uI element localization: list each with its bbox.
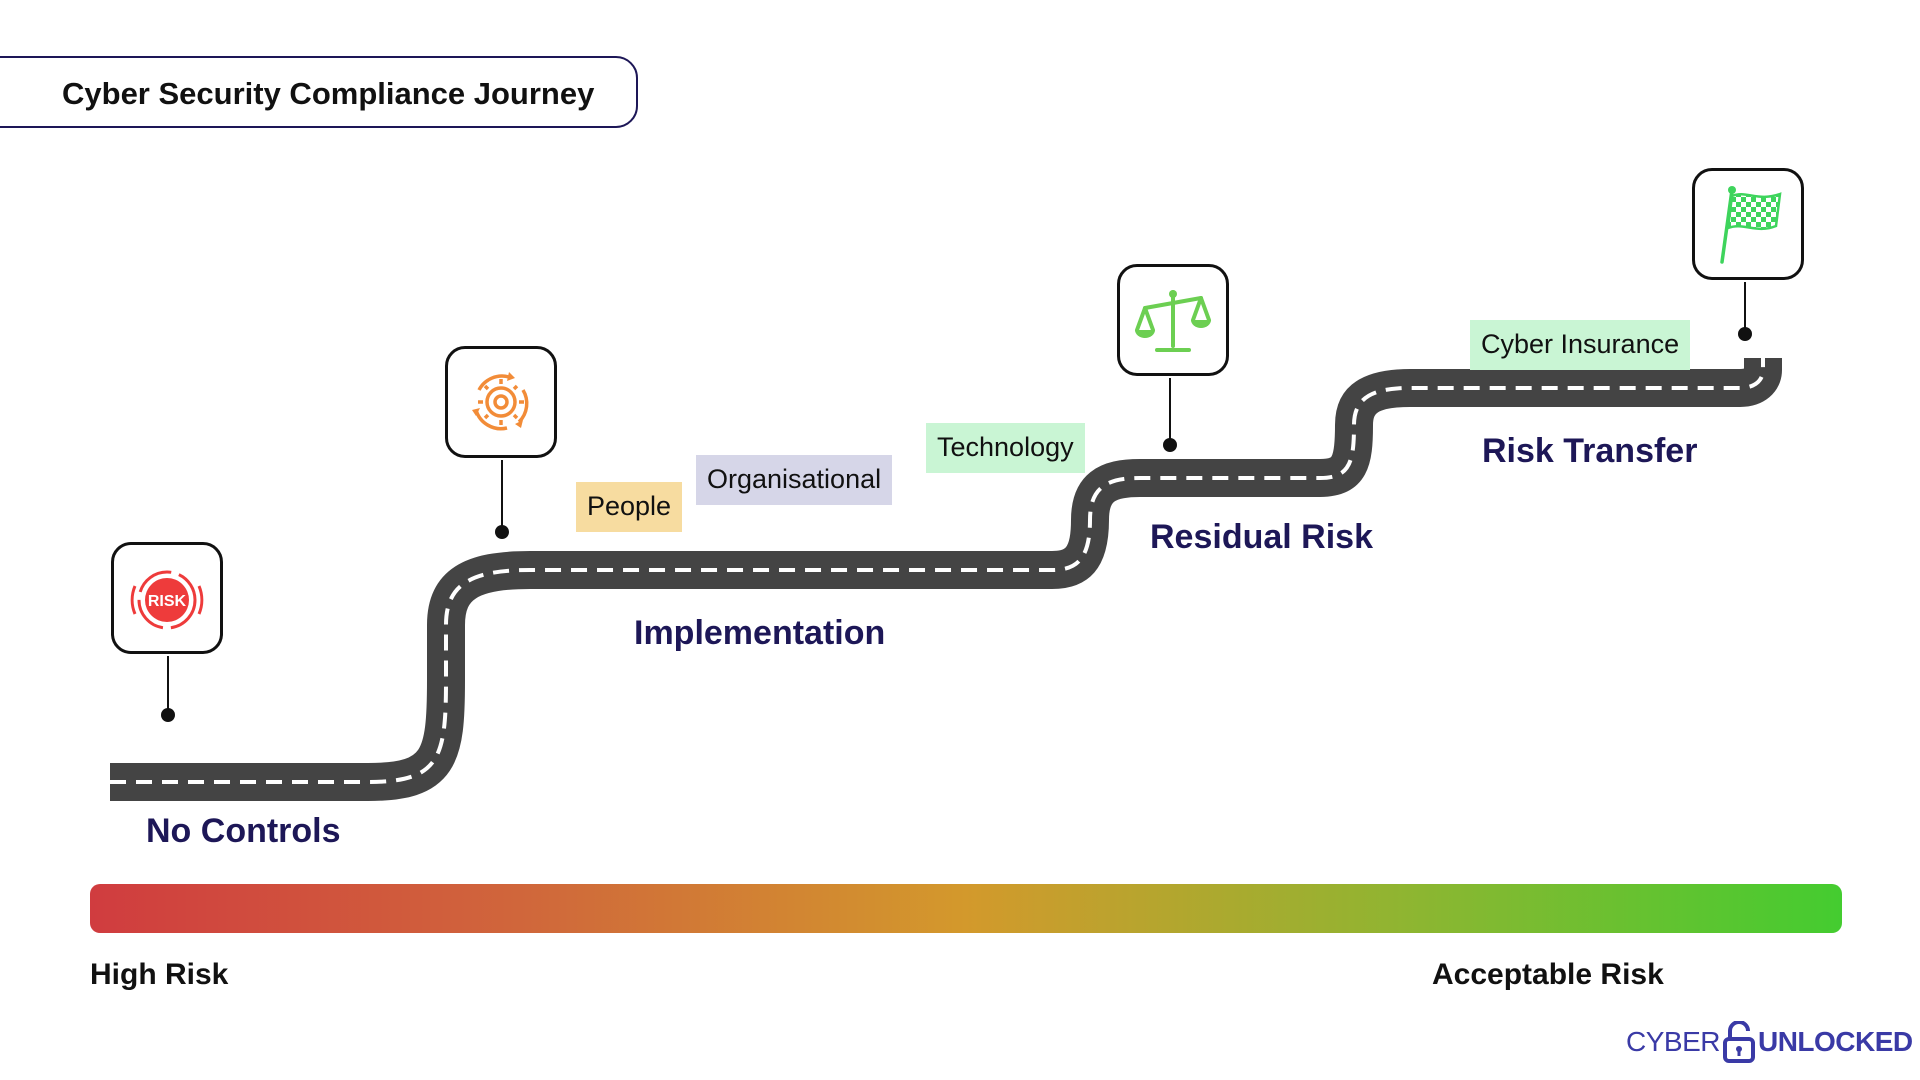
stage-label-implementation: Implementation	[634, 614, 886, 652]
padlock-icon	[1722, 1021, 1755, 1063]
stage-label-risk-transfer: Risk Transfer	[1482, 432, 1698, 470]
connector-dot-1	[161, 708, 175, 722]
checkered-flag-icon	[1720, 186, 1782, 264]
stage-icon-box-2	[445, 346, 557, 458]
road-center-dashes	[110, 358, 1765, 784]
brand-name-part2: UNLOCKED	[1757, 1026, 1913, 1057]
tag-organisational: Organisational	[696, 455, 893, 505]
balance-scale-icon	[1135, 290, 1211, 352]
process-gear-icon	[472, 372, 529, 431]
high-risk-label: High Risk	[90, 958, 229, 991]
tag-technology: Technology	[926, 423, 1085, 473]
connector-dot-3	[1163, 438, 1177, 452]
acceptable-risk-label: Acceptable Risk	[1432, 958, 1664, 991]
tag-people: People	[576, 482, 683, 532]
page-title: Cyber Security Compliance Journey	[62, 76, 595, 111]
stage-icon-box-1: RISK	[111, 542, 223, 654]
title-box	[0, 56, 638, 128]
stage-icon-box-3	[1117, 264, 1229, 376]
tag-cyber-insurance: Cyber Insurance	[1470, 320, 1691, 370]
risk-alarm-icon: RISK	[130, 570, 204, 630]
svg-text:RISK: RISK	[148, 593, 187, 610]
stage-icon-box-4	[1692, 168, 1804, 280]
connector-dot-4	[1738, 327, 1752, 341]
brand-name-part1: CYBER	[1626, 1026, 1720, 1057]
brand-logo: CYBER UNLOCKED	[1626, 1018, 1913, 1066]
stage-label-no-controls: No Controls	[146, 812, 341, 850]
road-surface	[110, 351, 1782, 801]
connector-dot-2	[495, 525, 509, 539]
stage-label-residual-risk: Residual Risk	[1150, 518, 1373, 556]
risk-gradient-bar	[90, 884, 1842, 933]
